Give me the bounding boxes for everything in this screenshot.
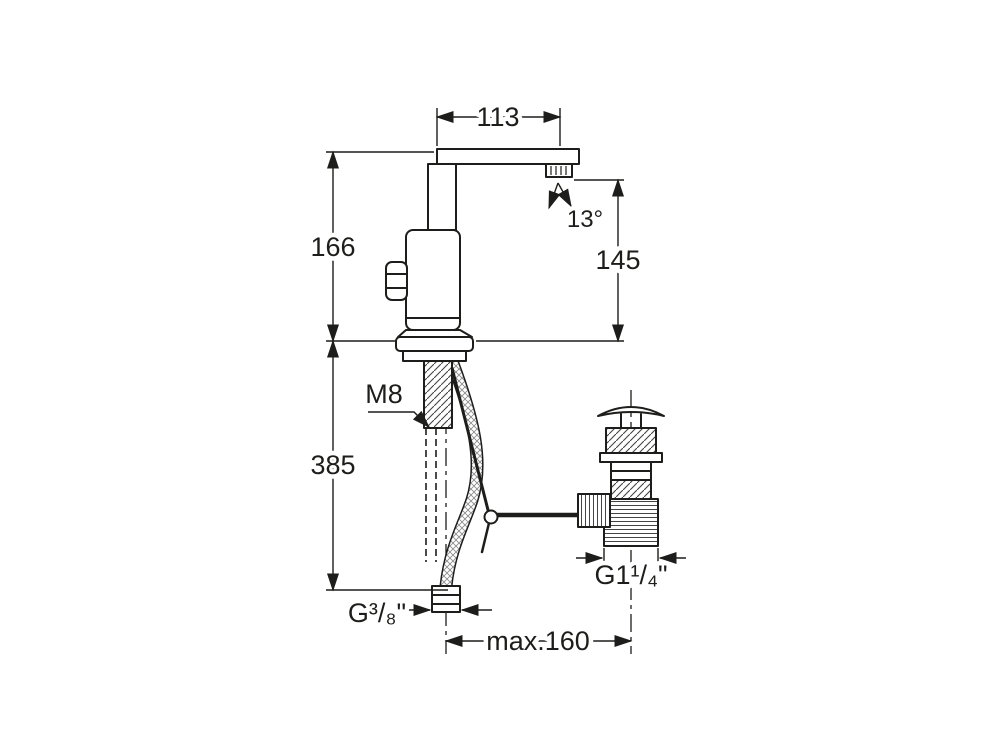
- dim-label-hose-thread: G³/₈": [348, 598, 406, 628]
- aerator-lines: [550, 166, 567, 175]
- waste-flange: [599, 452, 663, 463]
- base-cone: [397, 329, 473, 338]
- lever-handle: [385, 261, 408, 301]
- dim-label-stud-thread: M8: [365, 379, 403, 409]
- waste-head: [605, 427, 657, 454]
- spout-outlet: [545, 163, 573, 178]
- threaded-shank: [423, 360, 453, 429]
- waste-cap: [597, 406, 665, 417]
- faucet-body: [385, 148, 580, 429]
- supply-hose: [439, 358, 484, 587]
- dim-label-spout-angle: 13°: [567, 206, 603, 233]
- cartridge-housing: [405, 229, 461, 331]
- dim-label-spout-reach: 113: [476, 102, 519, 132]
- rod-nut: [577, 493, 611, 528]
- dimension-labels: 113 166 145 13° M8 385 G³/₈" max.160 G1¹…: [306, 98, 672, 661]
- base-plate: [402, 350, 467, 362]
- base-flange: [395, 336, 474, 352]
- dimension-lines: [326, 108, 686, 648]
- dim-label-height-166: 166: [310, 232, 355, 262]
- dim-label-max-160: max.160: [486, 626, 590, 656]
- spout-bar: [436, 148, 580, 165]
- waste-tailpiece: [603, 498, 659, 547]
- rod-clamp: [483, 509, 499, 525]
- dim-label-supply-length-385: 385: [310, 450, 355, 480]
- riser: [427, 163, 457, 231]
- m8-leader: [368, 410, 431, 429]
- fixing-stud: [425, 428, 437, 562]
- pop-up-waste: [577, 406, 665, 547]
- pop-up-rod: [450, 366, 587, 554]
- dim-label-outlet-height-145: 145: [595, 245, 640, 275]
- dim-label-waste-thread: G1¹/₄": [594, 560, 667, 590]
